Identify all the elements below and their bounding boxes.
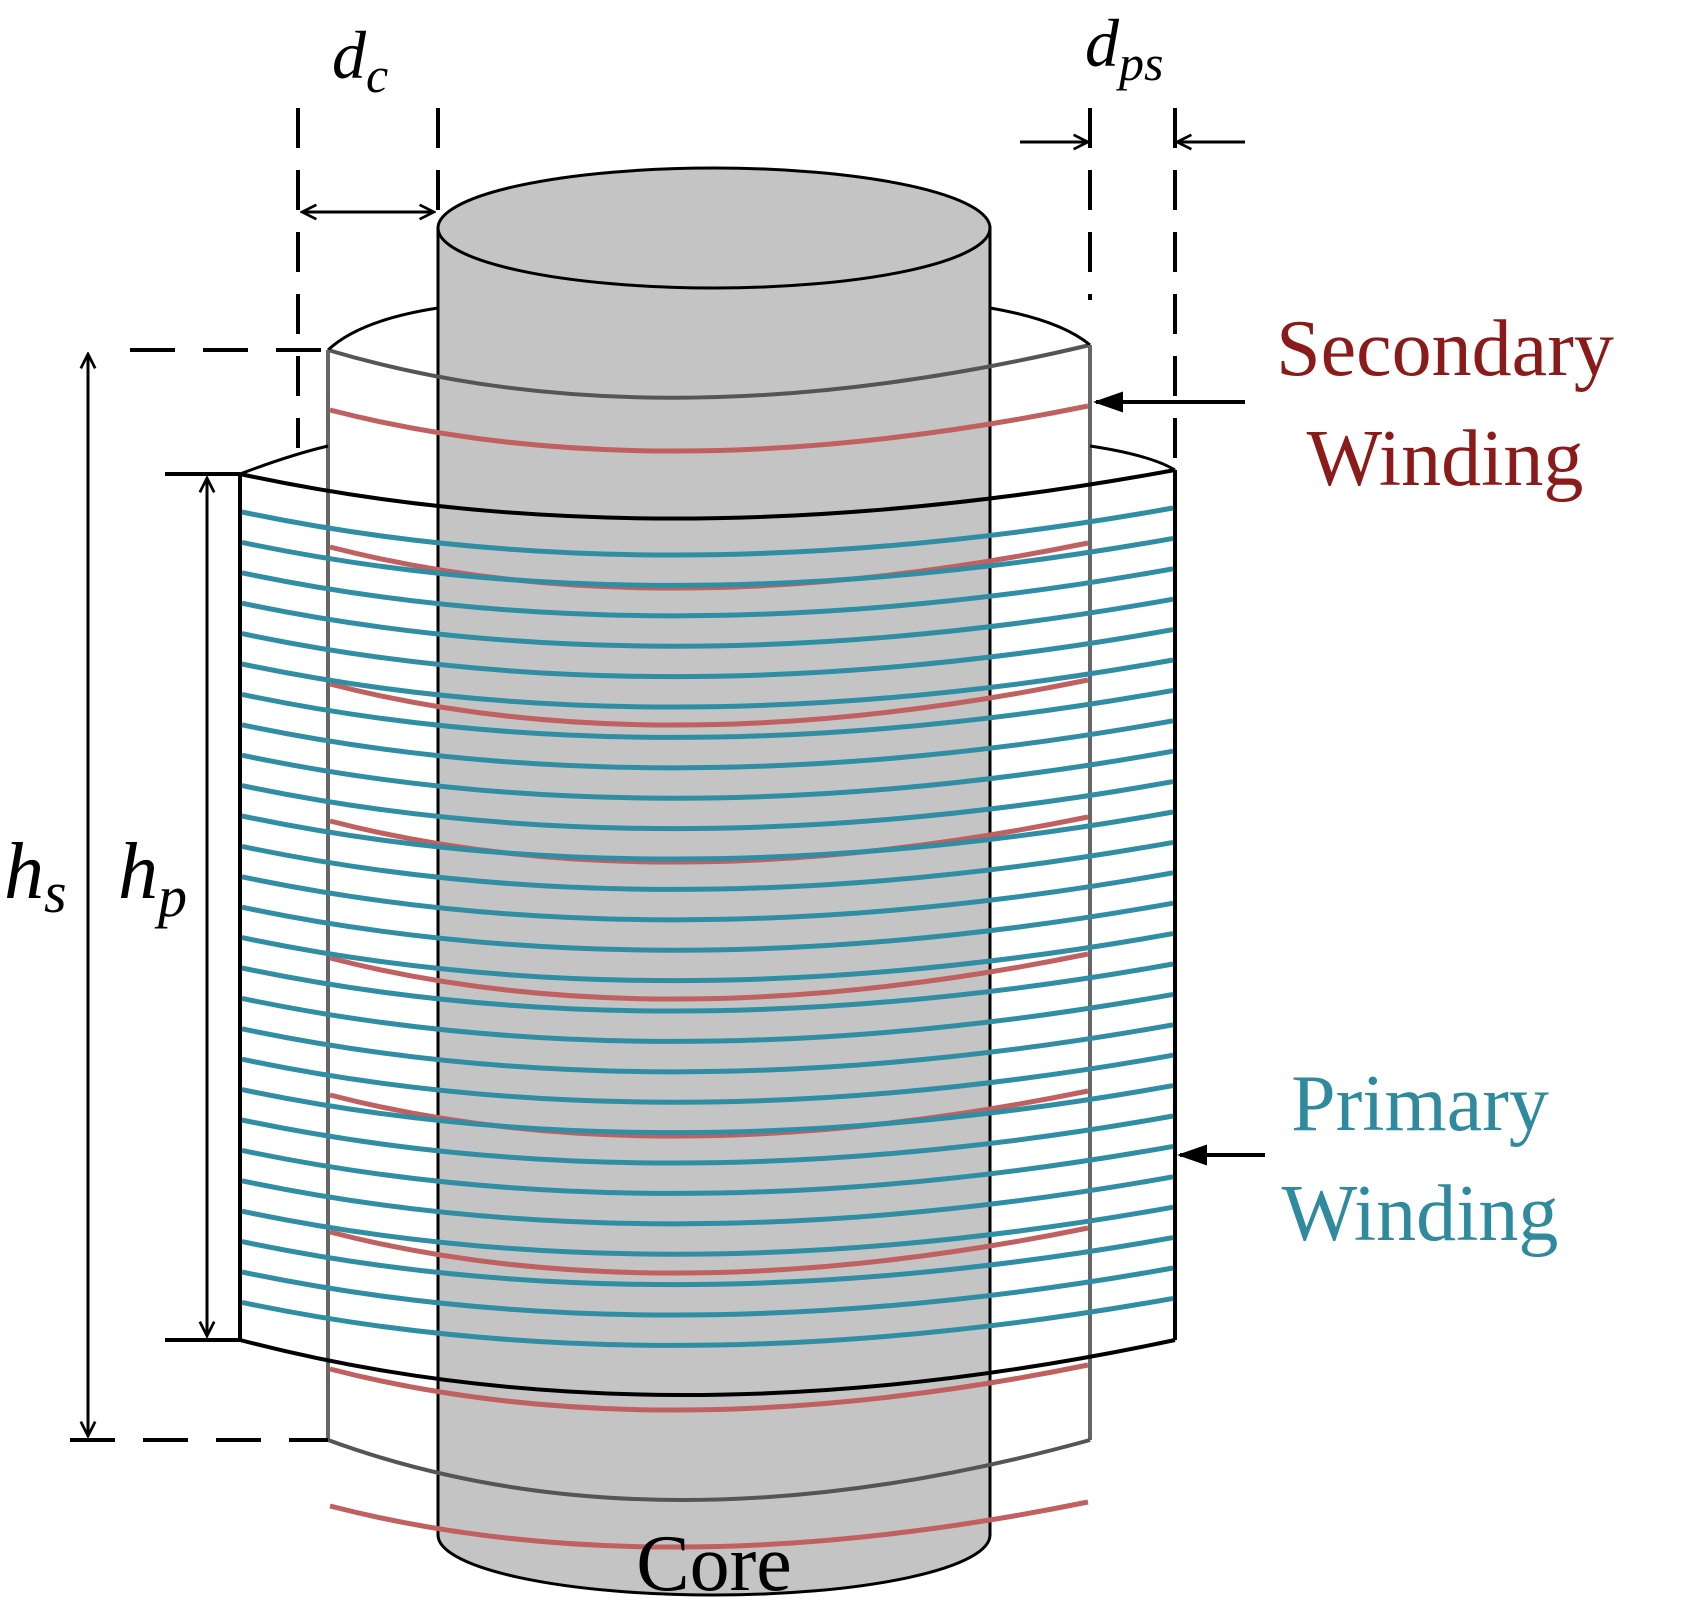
primary-winding-shell <box>238 444 1177 1397</box>
hp-label: hp <box>118 828 187 929</box>
primary-wire-turn <box>241 991 1174 1044</box>
secondary-shell-bottom <box>327 1438 1091 1502</box>
primary-wire-turn <box>241 505 1174 558</box>
core-label: Core <box>636 1520 792 1608</box>
primary-wire-turns <box>241 505 1174 1348</box>
primary-shell-top-front <box>239 468 1176 521</box>
secondary-wire-turn <box>329 1225 1089 1276</box>
secondary-wire-turn <box>329 814 1089 865</box>
primary-winding-label-line1: Primary <box>1291 1060 1549 1148</box>
secondary-shell-top-back <box>326 306 1091 352</box>
secondary-wire-turn <box>329 951 1089 1002</box>
hs-dimension: hs <box>4 348 328 1442</box>
primary-wire-turn <box>241 687 1174 740</box>
primary-wire-turn <box>241 1083 1174 1136</box>
secondary-wire-turn <box>329 1499 1089 1550</box>
primary-wire-turn <box>241 1265 1174 1318</box>
primary-shell-bottom <box>239 1338 1176 1397</box>
primary-wire-turn <box>241 1052 1174 1105</box>
primary-wire-turn <box>241 1295 1174 1348</box>
primary-wire-turn <box>241 718 1174 771</box>
primary-wire-turn <box>241 839 1174 892</box>
primary-wire-turn <box>241 627 1174 680</box>
secondary-wire-turn <box>329 540 1089 591</box>
secondary-wire-turn <box>329 403 1089 454</box>
secondary-wire-turn <box>329 1362 1089 1413</box>
secondary-wire-turn <box>329 677 1089 728</box>
primary-wire-turn <box>241 566 1174 619</box>
primary-wire-turn <box>241 779 1174 832</box>
primary-shell-top-back <box>239 444 1176 476</box>
primary-wire-turn <box>241 1204 1174 1257</box>
primary-wire-turn <box>241 1235 1174 1288</box>
primary-wire-turn <box>241 931 1174 984</box>
primary-wire-turn <box>241 900 1174 953</box>
secondary-shell-top-front <box>327 343 1091 400</box>
primary-winding-label-line2: Winding <box>1282 1170 1559 1258</box>
primary-wire-turn <box>241 961 1174 1014</box>
secondary-winding-label-line1: Secondary <box>1276 305 1614 393</box>
primary-wire-turn <box>241 1143 1174 1196</box>
primary-wire-turn <box>241 535 1174 588</box>
dc-label: dc <box>332 17 388 103</box>
primary-wire-turn <box>241 596 1174 649</box>
secondary-wire-turns <box>329 403 1089 1550</box>
primary-wire-turn <box>241 870 1174 923</box>
hs-label: hs <box>4 828 67 925</box>
primary-wire-turn <box>241 1174 1174 1227</box>
primary-wire-turn <box>241 1113 1174 1166</box>
primary-wire-turn <box>241 1022 1174 1075</box>
primary-wire-turn <box>241 657 1174 710</box>
core-top-ellipse <box>436 166 992 290</box>
secondary-winding-label-line2: Winding <box>1307 415 1584 503</box>
secondary-wire-turn <box>329 1088 1089 1139</box>
primary-wire-turn <box>241 748 1174 801</box>
dc-dimension: dc <box>296 17 440 448</box>
primary-wire-turn <box>241 809 1174 862</box>
dps-label: dps <box>1085 5 1163 91</box>
hp-dimension: hp <box>118 472 240 1342</box>
dps-dimension: dps <box>1020 5 1245 470</box>
